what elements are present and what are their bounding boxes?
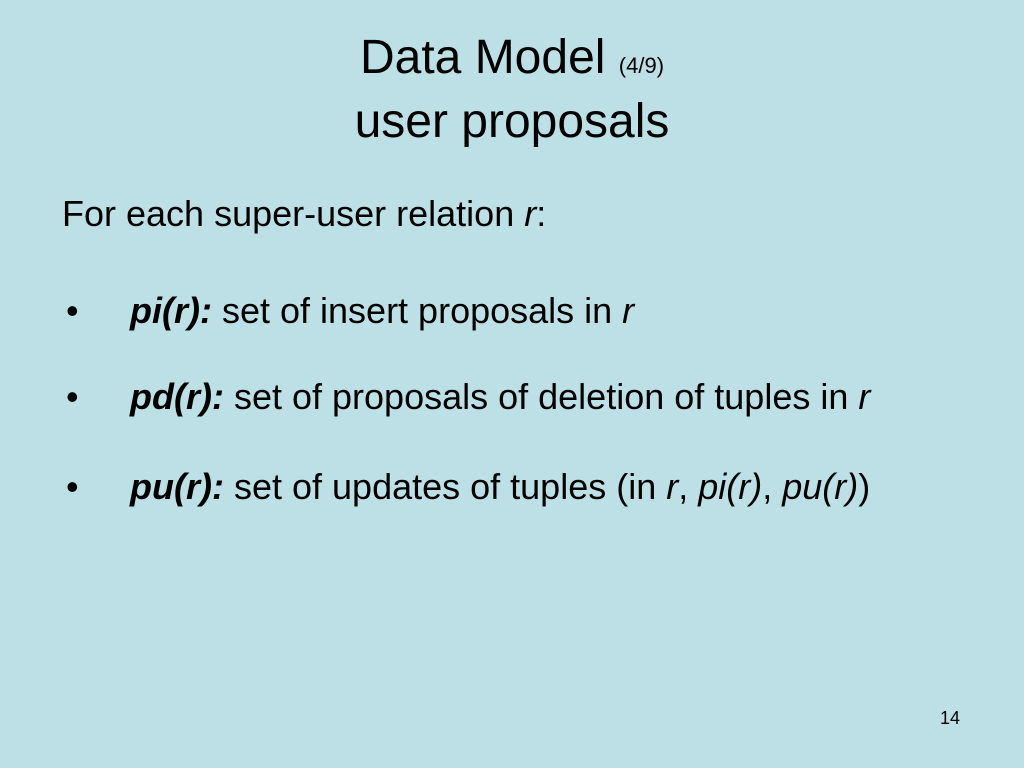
bullet-variable-r: r — [666, 466, 679, 507]
title-main: Data Model — [359, 31, 606, 84]
bullet-text: set of insert proposals in — [211, 290, 623, 331]
bullet-variable-pu: pu(r) — [782, 466, 859, 507]
bullet-variable: r — [622, 290, 635, 331]
intro-colon: : — [536, 193, 547, 234]
intro-label: For each super-user relation — [62, 193, 525, 234]
bullet-separator: , — [762, 466, 783, 507]
bullet-text: set of proposals of deletion of tuples i… — [223, 376, 859, 417]
intro-text: For each super-user relation r: — [62, 193, 546, 235]
bullet-term: pd(r): — [130, 376, 224, 417]
bullet-separator: , — [678, 466, 699, 507]
bullet-text: set of updates of tuples (in — [223, 466, 667, 507]
page-number: 14 — [940, 708, 961, 728]
bullet-variable: r — [858, 376, 871, 417]
bullet-variable-pi: pi(r) — [698, 466, 763, 507]
bullet-icon: • — [66, 466, 79, 507]
bullet-item-pd: • pd(r): set of proposals of deletion of… — [62, 375, 962, 419]
bullet-term: pi(r): — [130, 290, 212, 331]
intro-variable: r — [524, 193, 537, 234]
bullet-term: pu(r): — [130, 466, 224, 507]
bullet-list: • pi(r): set of insert proposals in r • … — [62, 289, 962, 551]
title-counter: (4/9) — [618, 53, 665, 78]
bullet-item-pu: • pu(r): set of updates of tuples (in r,… — [62, 465, 962, 509]
bullet-icon: • — [66, 290, 79, 331]
title-subtitle: user proposals — [354, 95, 670, 148]
bullet-close-paren: ) — [858, 466, 871, 507]
bullet-icon: • — [66, 376, 79, 417]
slide-title: Data Model (4/9) user proposals — [0, 30, 1024, 150]
bullet-item-pi: • pi(r): set of insert proposals in r — [62, 289, 962, 333]
